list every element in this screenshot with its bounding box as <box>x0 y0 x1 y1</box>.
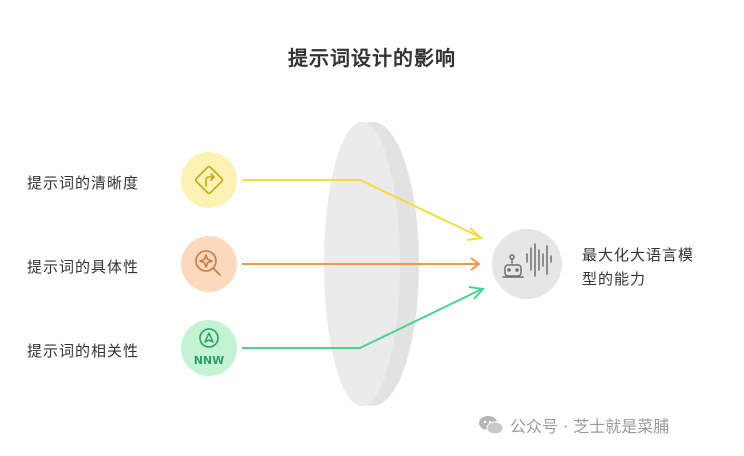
output-label-line1: 最大化大语言模 <box>582 246 695 264</box>
arrow-relevance <box>242 288 483 349</box>
watermark: 公众号 · 芝士就是菜脯 <box>478 413 669 437</box>
magnifier-star-icon <box>195 250 221 276</box>
compass-nnw-icon: NNW <box>194 328 225 367</box>
output-circle <box>492 229 562 299</box>
watermark-text: 公众号 · 芝士就是菜脯 <box>510 417 670 436</box>
input-label-clarity: 提示词的清晰度 <box>27 174 140 192</box>
diagram-title: 提示词设计的影响 <box>288 46 456 70</box>
output-label-line2: 型的能力 <box>582 270 647 288</box>
specificity-circle <box>181 236 237 292</box>
input-label-relevance: 提示词的相关性 <box>27 342 140 360</box>
arrow-clarity <box>242 179 481 238</box>
wechat-icon <box>479 416 504 435</box>
clarity-circle <box>181 152 237 208</box>
compass-label: NNW <box>194 354 225 367</box>
relevance-circle <box>181 320 237 376</box>
arrowhead-relevance <box>468 286 485 300</box>
input-label-specificity: 提示词的具体性 <box>27 258 140 276</box>
arrowhead-specificity <box>470 257 481 271</box>
arrowhead-clarity <box>466 227 484 241</box>
road-sign-turn-icon <box>194 165 224 195</box>
output-label: 最大化大语言模 型的能力 <box>582 243 732 291</box>
robot-voice-icon <box>502 243 552 278</box>
